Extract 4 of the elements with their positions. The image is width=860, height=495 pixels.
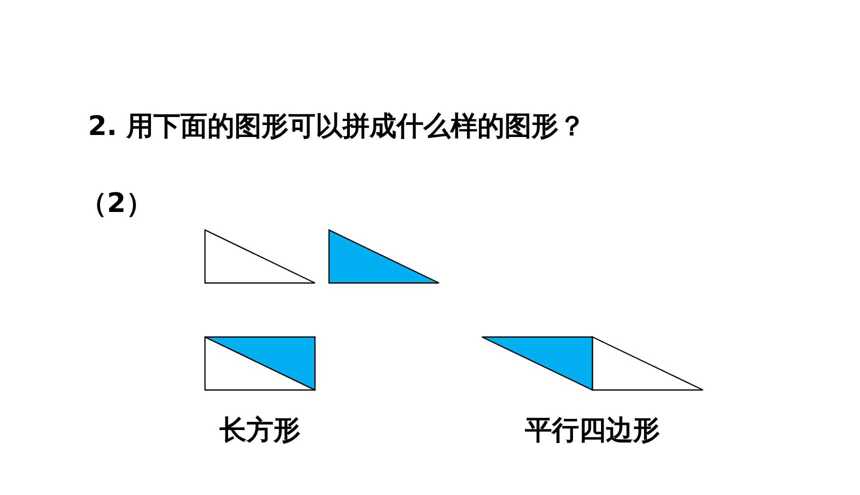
shape-name: 平行四边形 [525, 417, 660, 444]
sub-question-number: （2） [80, 190, 153, 217]
shape-name: 长方形 [220, 417, 300, 444]
question-title: 2. 用下面的图形可以拼成什么样的图形？ [88, 113, 586, 140]
